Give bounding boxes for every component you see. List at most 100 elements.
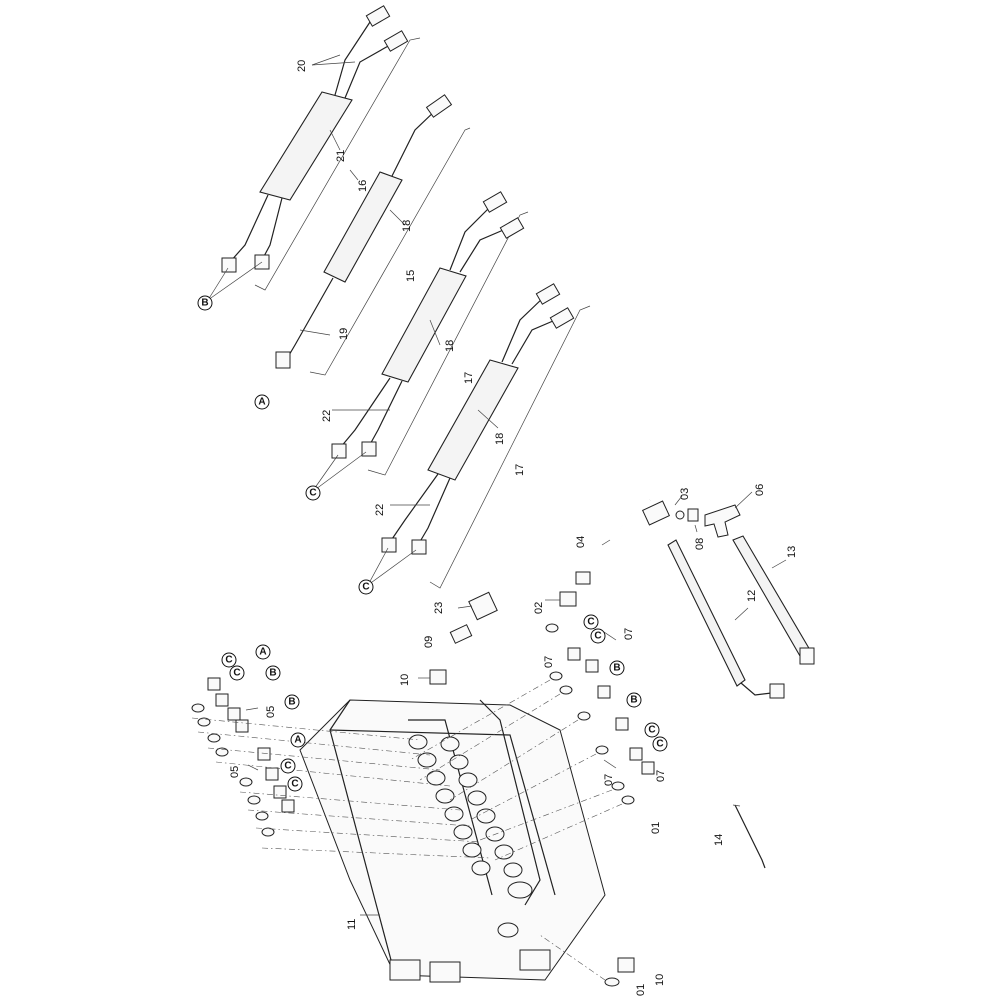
right-port-fittings [409, 631, 655, 861]
o-ring [559, 685, 573, 695]
valve-port [476, 808, 496, 824]
port-fitting [207, 677, 221, 691]
svg-text:A: A [258, 397, 265, 408]
label-20: 20 [296, 60, 308, 72]
callout-b-right-1: B [609, 660, 625, 676]
valve-port [426, 770, 446, 786]
o-ring [611, 781, 625, 791]
hose-13 [732, 535, 811, 657]
valve-block-body [299, 699, 606, 981]
callout-c-right-4: C [652, 736, 668, 752]
adapter-08 [687, 508, 699, 522]
label-04: 04 [575, 536, 587, 548]
hose-assembly-16 [207, 5, 421, 301]
valve-port [471, 860, 491, 876]
o-ring-01 [545, 623, 559, 633]
port-fitting [585, 659, 599, 673]
o-ring [215, 747, 229, 757]
hose-end-fitting [275, 351, 291, 369]
mounting-foot [429, 961, 461, 983]
fitting-09 [449, 624, 473, 644]
label-07: 07 [543, 656, 555, 668]
valve-port [444, 806, 464, 822]
hose-12 [667, 539, 746, 687]
valve-port [494, 844, 514, 860]
label-07: 07 [603, 774, 615, 786]
svg-text:C: C [225, 655, 232, 666]
o-ring [191, 703, 205, 713]
pipe-elbow-fitting [641, 500, 671, 526]
fitting-10 [617, 957, 635, 973]
svg-text:C: C [309, 488, 316, 499]
hose-end-fitting [549, 307, 575, 329]
svg-text:C: C [291, 779, 298, 790]
label-23: 23 [433, 602, 445, 614]
valve-port [503, 862, 523, 878]
svg-text:C: C [656, 739, 663, 750]
label-02: 02 [533, 602, 545, 614]
hose-end-fitting [769, 683, 785, 699]
label-07: 07 [623, 628, 635, 640]
hose-end-fitting [221, 257, 237, 273]
callout-b-1: B [197, 295, 213, 311]
callout-b-left-2: B [284, 694, 300, 710]
svg-text:B: B [288, 697, 295, 708]
port-fitting [227, 707, 241, 721]
hose-end-fitting [499, 217, 525, 239]
svg-text:A: A [294, 735, 301, 746]
callout-c-left-2: C [229, 665, 245, 681]
port-fitting [273, 785, 287, 799]
callout-b-right-2: B [626, 692, 642, 708]
hose-sleeve-18 [427, 359, 519, 481]
label-21: 21 [335, 150, 347, 162]
svg-text:B: B [269, 668, 276, 679]
o-ring [239, 777, 253, 787]
o-ring [207, 733, 221, 743]
callout-c-right-1: C [583, 614, 599, 630]
pipe-fitting [575, 571, 591, 585]
svg-text:C: C [284, 761, 291, 772]
valve-port [453, 824, 473, 840]
o-ring [549, 671, 563, 681]
hose-end-fitting [365, 5, 391, 27]
hose-sleeve-21 [259, 91, 353, 201]
label-03: 03 [679, 488, 691, 500]
callout-a-left-2: A [290, 732, 306, 748]
svg-text:A: A [259, 647, 266, 658]
valve-port-lower [507, 881, 533, 899]
label-11: 11 [346, 919, 358, 930]
port-fitting [567, 647, 581, 661]
port-fitting [265, 767, 279, 781]
svg-text:C: C [233, 668, 240, 679]
svg-text:C: C [594, 631, 601, 642]
label-16: 16 [357, 180, 369, 192]
hose-assembly-15 [275, 94, 471, 376]
svg-text:B: B [630, 695, 637, 706]
o-ring [621, 795, 635, 805]
port-fitting [281, 799, 295, 813]
valve-port [458, 772, 478, 788]
hose-end-fitting [331, 443, 347, 459]
o-ring [247, 795, 261, 805]
svg-text:B: B [613, 663, 620, 674]
port-fitting [615, 717, 629, 731]
valve-port [435, 788, 455, 804]
label-18: 18 [444, 340, 456, 352]
callout-c-left-4: C [287, 776, 303, 792]
hose-end-fitting [425, 94, 453, 118]
o-ring [261, 827, 275, 837]
callout-a-1: A [254, 394, 270, 410]
label-22: 22 [374, 504, 386, 516]
port-fitting [597, 685, 611, 699]
svg-text:C: C [587, 617, 594, 628]
callout-c-1: C [305, 485, 321, 501]
adapter-fittings [418, 591, 577, 685]
bottom-fittings [539, 934, 635, 987]
mounting-foot [389, 959, 421, 981]
label-07: 07 [655, 770, 667, 782]
label-14: 14 [713, 834, 725, 846]
hose-end-fitting [411, 539, 427, 555]
valve-port [449, 754, 469, 770]
valve-port-lower [497, 922, 519, 938]
callout-c-left-1: C [221, 652, 237, 668]
